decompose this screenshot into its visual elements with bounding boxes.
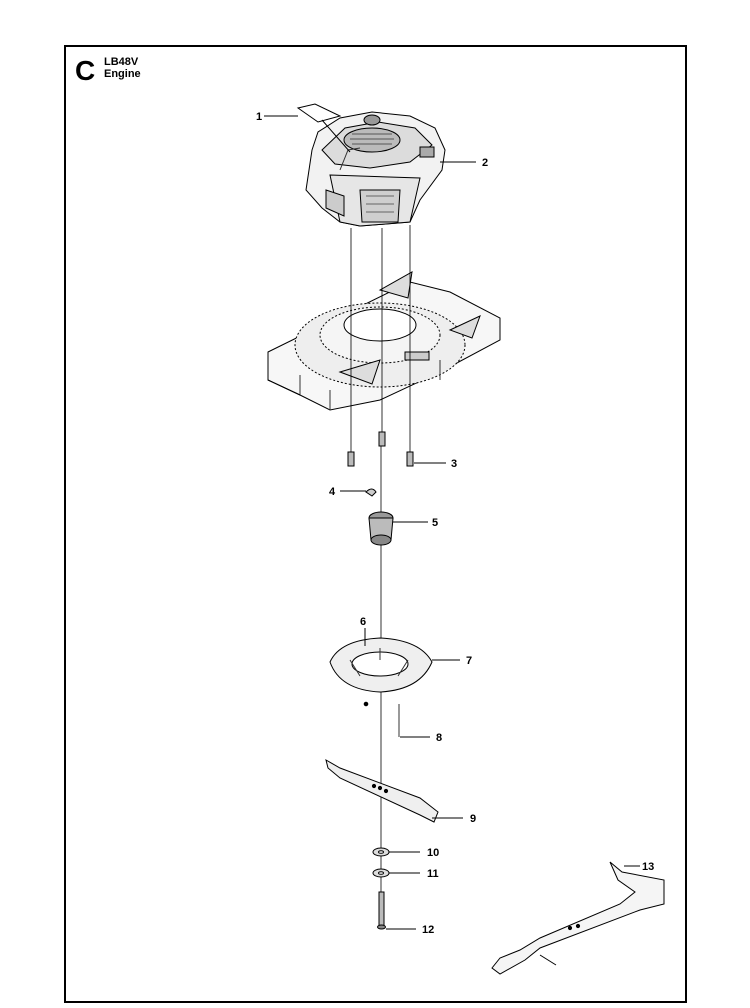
washer-part	[372, 847, 390, 857]
callout-10: 10	[427, 847, 439, 859]
alternate-blade-part	[491, 861, 665, 975]
callout-8: 8	[436, 732, 442, 744]
callout-6: 6	[360, 616, 366, 628]
blade-bolt-part	[377, 891, 386, 930]
callout-12: 12	[422, 924, 434, 936]
diagram-frame	[64, 45, 687, 1003]
bolt-part	[347, 431, 414, 467]
callout-9: 9	[470, 813, 476, 825]
callout-1: 1	[256, 111, 262, 123]
model-name: LB48V	[104, 56, 139, 68]
callout-5: 5	[432, 517, 438, 529]
key-part	[365, 488, 377, 497]
fan-baffle-part	[329, 628, 433, 693]
screw-part	[363, 701, 369, 707]
lock-washer-part	[372, 868, 390, 878]
blade-part	[325, 758, 439, 823]
callout-3: 3	[451, 458, 457, 470]
callout-4: 4	[329, 486, 336, 498]
callout-2: 2	[482, 157, 488, 169]
blade-adapter-part	[368, 511, 394, 546]
callout-11: 11	[427, 868, 439, 880]
section-letter: C	[75, 55, 96, 86]
section-title: Engine	[104, 68, 141, 80]
callout-13: 13	[642, 861, 654, 873]
decal-part	[264, 103, 351, 153]
engine-part	[305, 111, 446, 227]
mower-deck	[267, 271, 501, 411]
callout-7: 7	[466, 655, 472, 667]
